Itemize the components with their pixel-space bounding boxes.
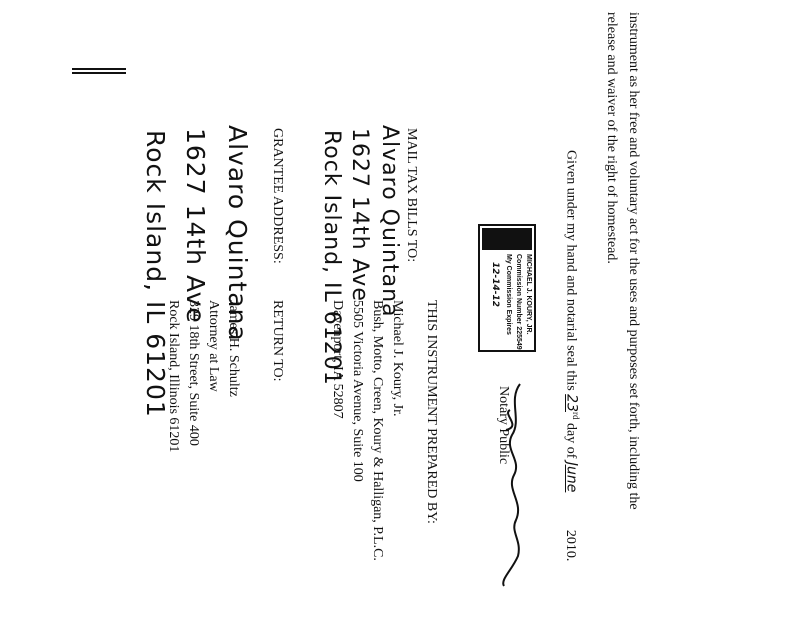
seal-expires-label: My Commission Expires: [505, 254, 512, 335]
prepared-by-line-1: Michael J. Koury, Jr.: [390, 300, 405, 417]
mail-tax-heading: MAIL TAX BILLS TO:: [404, 128, 419, 263]
given-prefix: Given under my hand and notarial seal th…: [563, 150, 579, 391]
notary-seal: MICHAEL J. KOURY, JR. Commission Number …: [478, 224, 536, 352]
seal-commission: Commission Number 225549: [515, 254, 522, 350]
prepared-by-heading: THIS INSTRUMENT PREPARED BY:: [424, 300, 439, 524]
return-to-line-1: James H. Schultz: [226, 300, 241, 397]
return-to-line-4: Rock Island, Illinois 61201: [166, 300, 181, 453]
return-to-line-3: 329 18th Street, Suite 400: [186, 300, 201, 446]
return-to-heading: RETURN TO:: [270, 300, 285, 382]
seal-emblem-icon: [482, 228, 532, 250]
mail-tax-line-1: Alvaro Quintana: [377, 125, 402, 318]
given-day: 23: [563, 394, 580, 412]
given-month: June: [563, 461, 580, 493]
body-line-1: instrument as her free and voluntary act…: [626, 12, 641, 510]
notary-public-label: Notary Public: [496, 386, 511, 465]
seal-expires: 12-14-12: [490, 262, 500, 308]
grantee-heading: GRANTEE ADDRESS:: [270, 128, 285, 264]
return-to-line-2: Attorney at Law: [206, 300, 221, 392]
given-mid: day of: [563, 423, 579, 459]
grantee-line-3: Rock Island, IL 61201: [141, 130, 170, 418]
notary-signature: [492, 380, 528, 590]
seal-name: MICHAEL J. KOURY, JR.: [525, 254, 532, 335]
prepared-by-line-2: Bush, Motto, Creen, Koury & Halligan, P.…: [370, 300, 385, 561]
prepared-by-line-3: 5505 Victoria Avenue, Suite 100: [350, 300, 365, 482]
prepared-by-line-4: Davenport, IA 52807: [330, 300, 345, 419]
given-day-suffix: rd: [571, 412, 581, 420]
mail-tax-line-2: 1627 14th Ave: [347, 128, 372, 302]
given-line: Given under my hand and notarial seal th…: [563, 150, 581, 562]
body-line-2: release and waiver of the right of homes…: [604, 12, 619, 264]
given-year: 2010.: [563, 529, 579, 562]
header-mark: [72, 68, 126, 74]
grantee-line-2: 1627 14th Ave: [181, 128, 210, 324]
